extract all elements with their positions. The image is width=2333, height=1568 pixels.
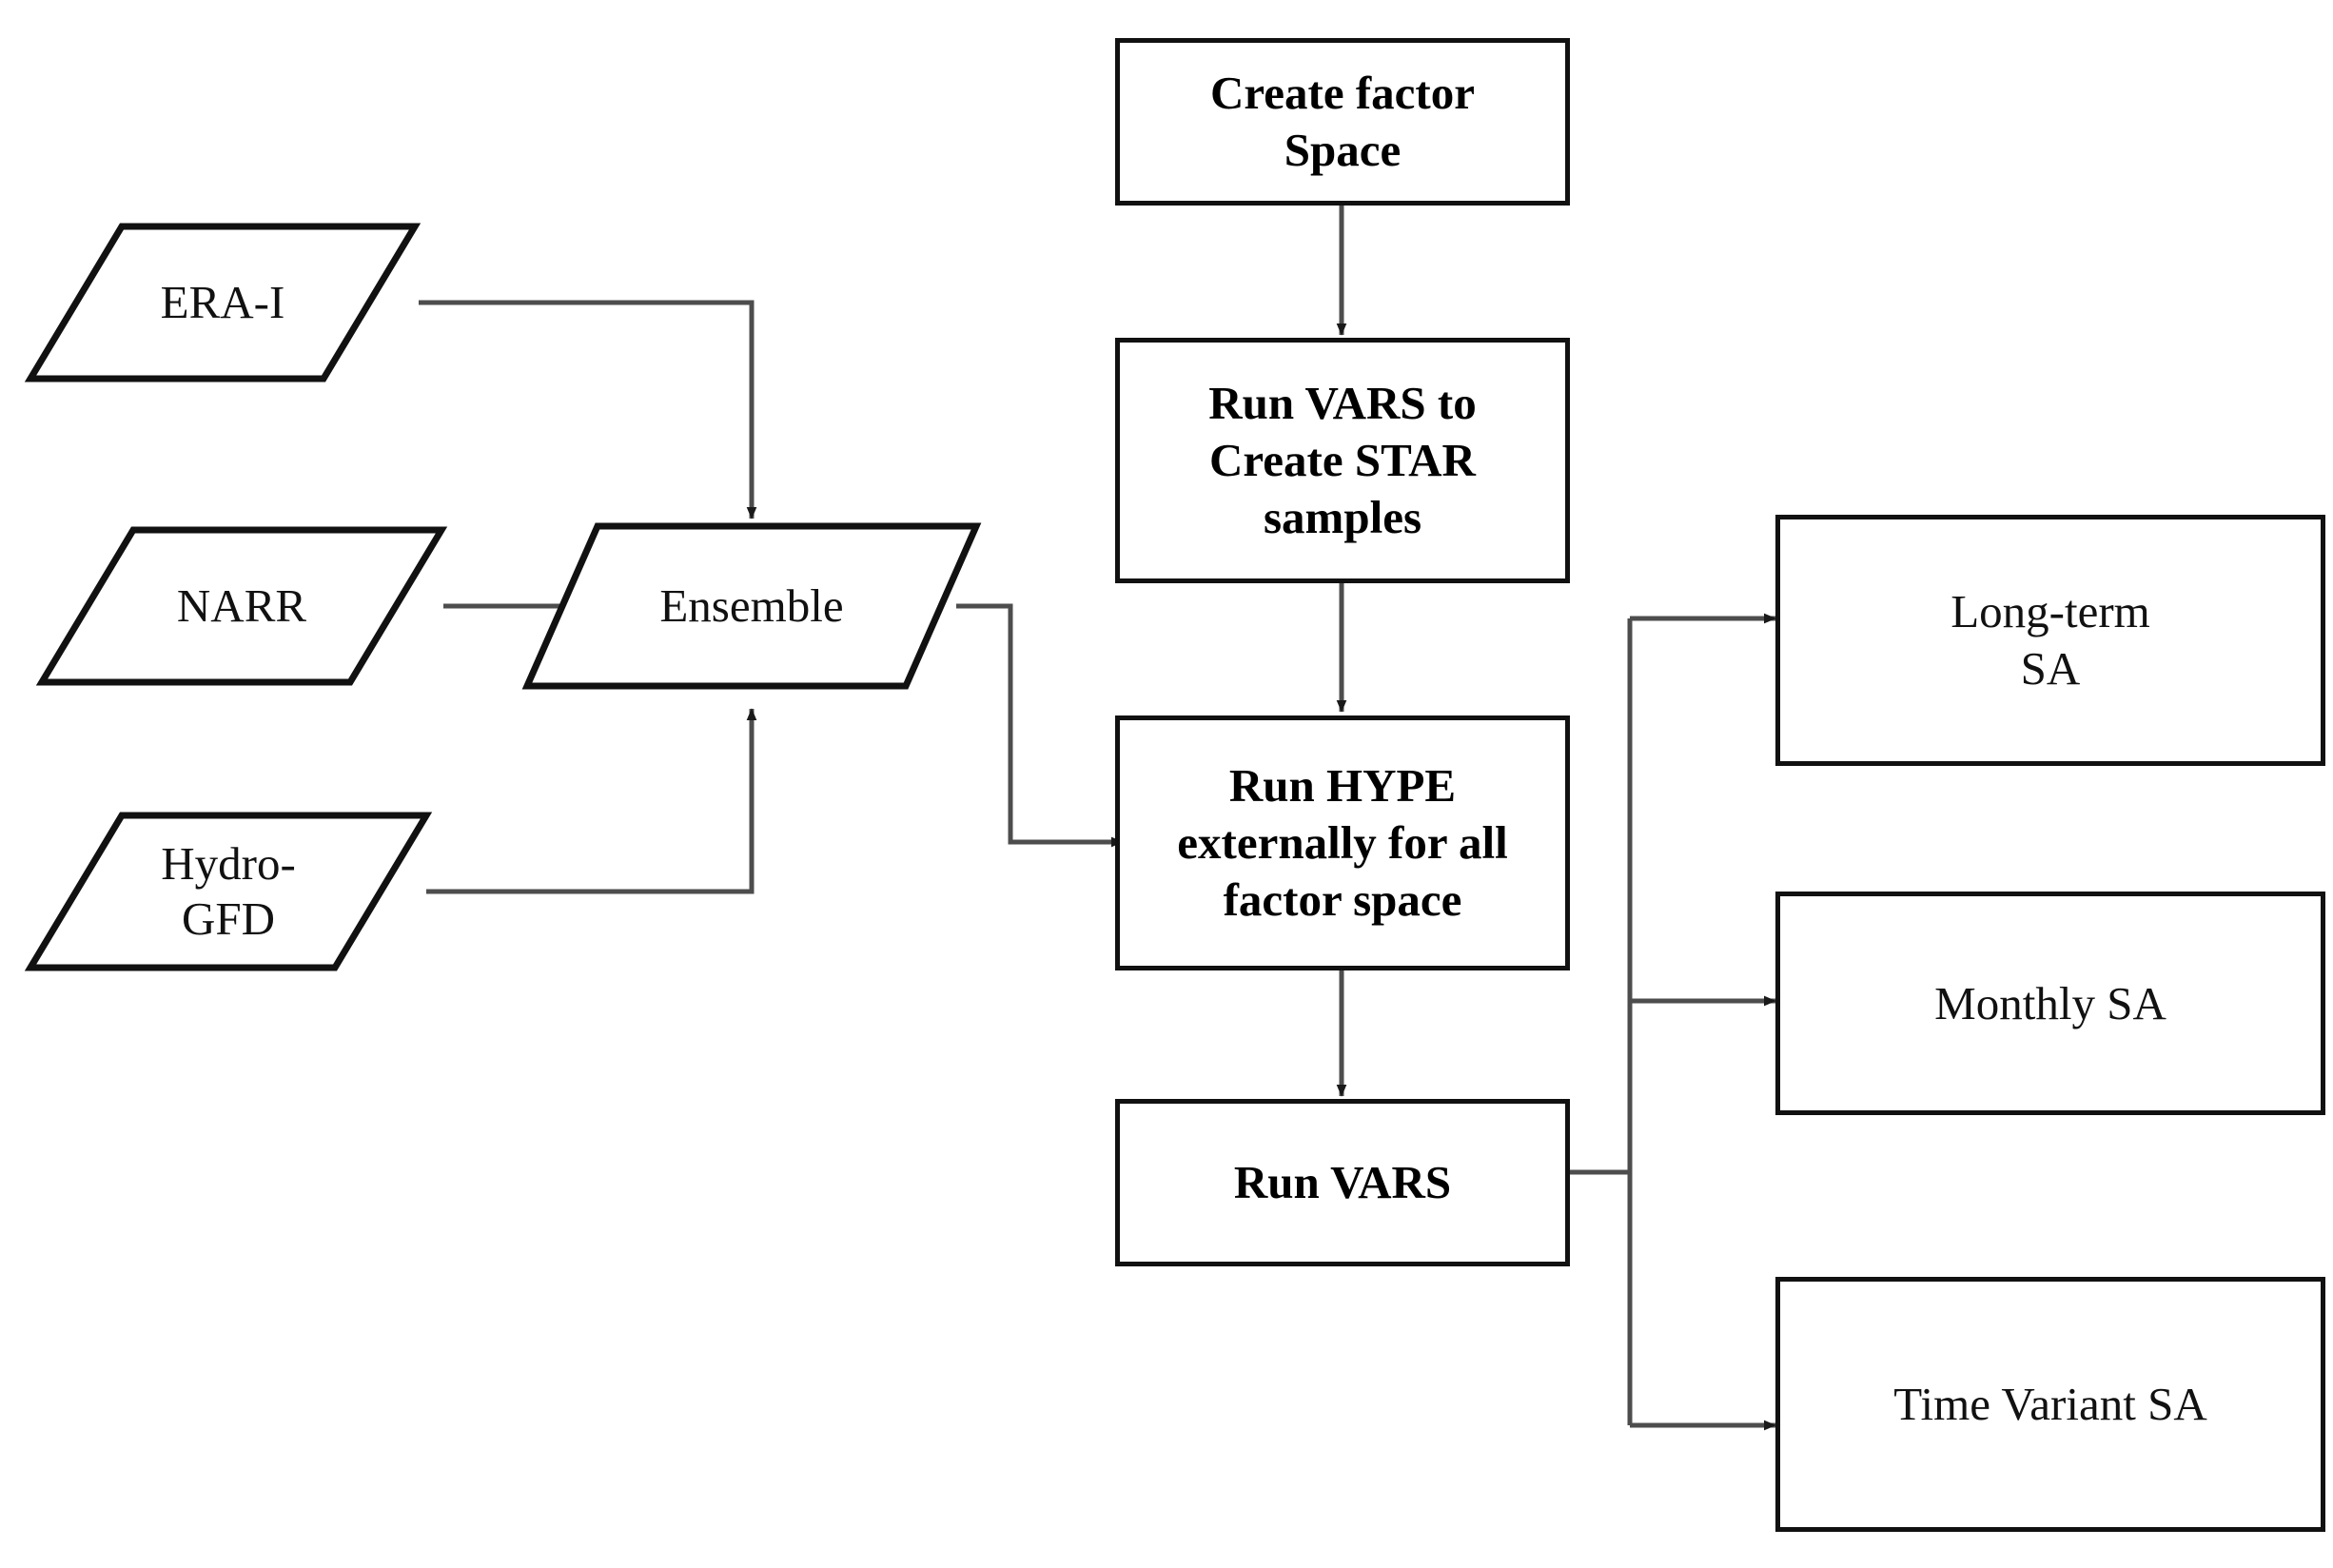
node-narr[interactable]: NARR — [35, 526, 448, 686]
node-run-hype[interactable]: Run HYPE externally for all factor space — [1115, 715, 1570, 970]
node-narr-label: NARR — [176, 579, 307, 633]
node-monthly-sa[interactable]: Monthly SA — [1775, 892, 2325, 1115]
node-era-i[interactable]: ERA-I — [24, 223, 422, 382]
node-run-hype-label: Run HYPE externally for all factor space — [1177, 759, 1508, 926]
node-long-term-sa-label: Long-term SA — [1951, 585, 2150, 695]
node-create-factor-space-label: Create factor Space — [1210, 67, 1475, 176]
node-ensemble[interactable]: Ensemble — [521, 522, 982, 690]
node-run-vars-star-label: Run VARS to Create STAR samples — [1208, 377, 1477, 543]
node-run-vars[interactable]: Run VARS — [1115, 1099, 1570, 1266]
era-i-shape — [24, 223, 422, 382]
ensemble-shape — [521, 522, 982, 690]
node-hydro-gfd[interactable]: Hydro- GFD — [24, 812, 433, 971]
node-long-term-sa[interactable]: Long-term SA — [1775, 515, 2325, 766]
edge-era-i-to-ensemble — [419, 300, 757, 519]
hydro-gfd-shape — [24, 812, 433, 971]
node-time-variant-sa-label: Time Variant SA — [1893, 1378, 2207, 1431]
node-run-vars-star[interactable]: Run VARS to Create STAR samples — [1115, 338, 1570, 583]
node-time-variant-sa[interactable]: Time Variant SA — [1775, 1277, 2325, 1532]
node-run-vars-label: Run VARS — [1233, 1156, 1452, 1209]
node-monthly-sa-label: Monthly SA — [1934, 976, 2166, 1029]
edge-ensemble-to-run-hype — [956, 603, 1124, 848]
node-ensemble-label: Ensemble — [659, 579, 844, 633]
node-era-i-label: ERA-I — [160, 276, 285, 329]
edge-hydro-gfd-to-ensemble — [426, 708, 757, 894]
node-create-factor-space[interactable]: Create factor Space — [1115, 38, 1570, 206]
node-hydro-gfd-label: Hydro- GFD — [161, 837, 296, 945]
narr-shape — [35, 526, 448, 686]
